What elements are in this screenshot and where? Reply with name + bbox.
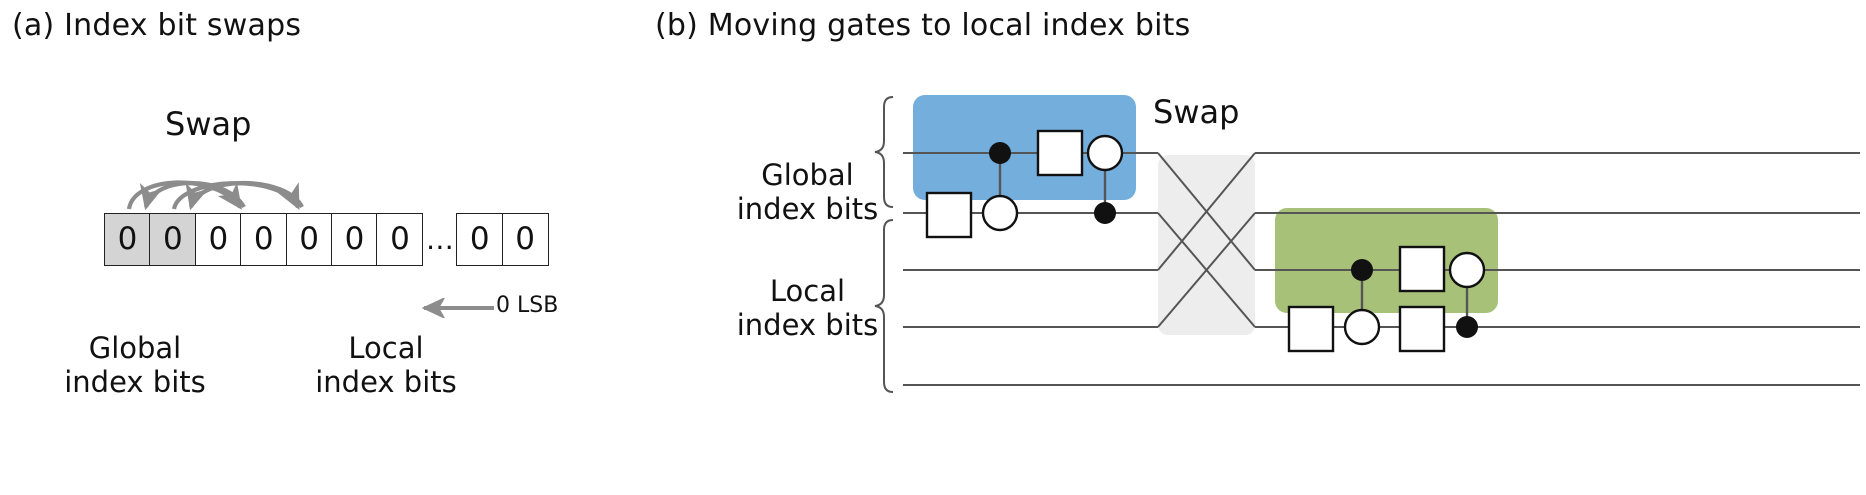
bit-cell[interactable]: 0 (149, 213, 197, 266)
caption-global-index-bits: Global index bits (60, 331, 210, 399)
bit-row-ellipsis: … (425, 223, 456, 256)
bit-cell[interactable]: 0 (501, 213, 549, 266)
swap-arc-inner-right (185, 181, 304, 211)
swap-block (1158, 155, 1255, 335)
panel-a-swap-label: Swap (165, 105, 252, 143)
bit-cell[interactable]: 0 (456, 213, 504, 266)
open-target-circle[interactable] (1343, 308, 1381, 346)
brace-global (874, 96, 894, 208)
filled-control-dot[interactable] (1094, 202, 1116, 224)
filled-control-dot[interactable] (1456, 316, 1478, 338)
caption-local-line1: Local (348, 331, 424, 365)
box-gate[interactable] (1398, 305, 1446, 353)
caption-global-line1: Global (88, 331, 182, 365)
filled-control-dot[interactable] (1351, 259, 1373, 281)
bit-cell[interactable]: 0 (104, 213, 151, 266)
box-gate[interactable] (925, 191, 973, 239)
bit-cell[interactable]: 0 (194, 213, 242, 266)
swap-cross-3-1 (1157, 152, 1256, 271)
caption-global-line2: index bits (64, 365, 206, 400)
filled-control-dot[interactable] (989, 142, 1011, 164)
index-bit-row: 0 0 0 0 0 0 0 … 0 0 (104, 213, 549, 266)
circuit-global-line2: index bits (736, 192, 879, 227)
circuit-global-line1: Global (761, 158, 854, 192)
brace-local (874, 219, 894, 393)
box-gate[interactable] (1287, 305, 1335, 353)
circuit-local-line1: Local (769, 274, 846, 308)
circuit-label-local-index-bits: Local index bits (715, 274, 900, 342)
open-target-circle[interactable] (1448, 251, 1486, 289)
caption-local-index-bits: Local index bits (306, 331, 466, 399)
open-target-circle[interactable] (1086, 134, 1124, 172)
bit-cell[interactable]: 0 (240, 213, 288, 266)
panel-b-title: (b) Moving gates to local index bits (655, 8, 1191, 43)
box-gate[interactable] (1398, 245, 1446, 293)
open-target-circle[interactable] (981, 194, 1019, 232)
circuit-label-global-index-bits: Global index bits (715, 158, 900, 226)
swap-arrows-group (126, 180, 304, 211)
bit-cell[interactable]: 0 (285, 213, 333, 266)
lsb-label: 0 LSB (496, 293, 559, 318)
swap-arc-inner-left (139, 180, 246, 211)
bit-cell[interactable]: 0 (376, 213, 424, 266)
circuit-svg (874, 95, 1860, 393)
quantum-circuit-diagram: Global index bits Local index bits Swap (655, 55, 1860, 491)
panel-b-swap-label: Swap (1153, 93, 1240, 131)
circuit-local-line2: index bits (736, 308, 879, 343)
swap-cross-4-2 (1157, 212, 1256, 328)
box-gate[interactable] (1036, 129, 1084, 177)
caption-local-line2: index bits (315, 365, 457, 400)
panel-a-title: (a) Index bit swaps (12, 8, 302, 43)
bit-cell[interactable]: 0 (331, 213, 379, 266)
lsb-direction-arrow (421, 298, 494, 318)
